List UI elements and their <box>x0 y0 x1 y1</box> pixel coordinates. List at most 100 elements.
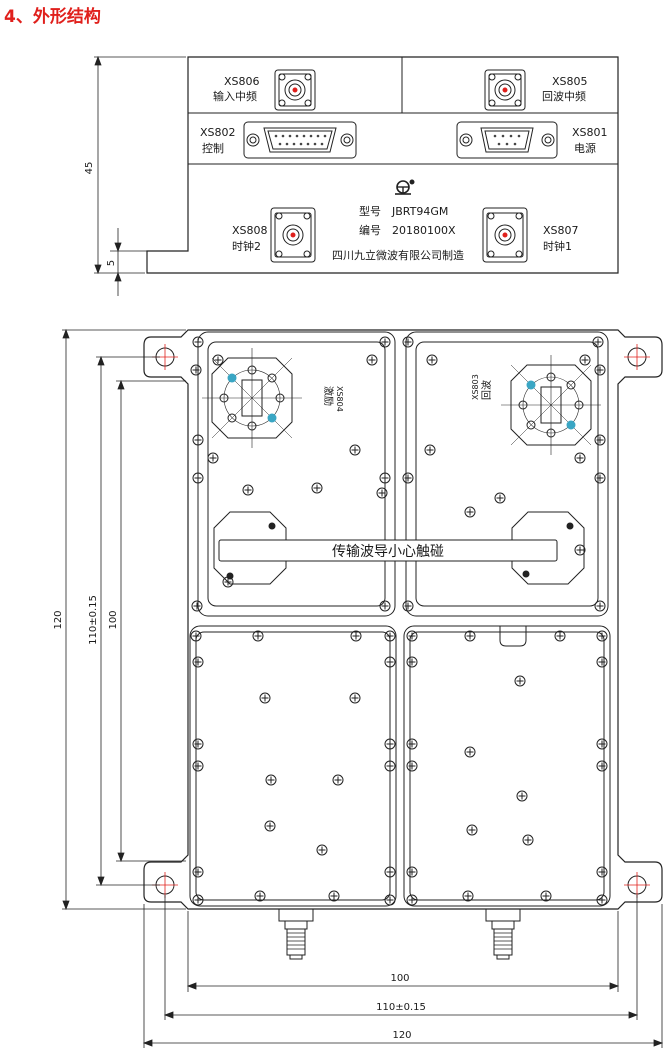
module-top-right <box>405 331 609 617</box>
dsub-connector-xs802 <box>243 121 357 159</box>
screw <box>316 844 328 856</box>
screw <box>192 894 204 906</box>
screw <box>384 630 396 642</box>
screw <box>424 444 436 456</box>
bottom-sma-connector-right <box>485 908 521 960</box>
screw <box>596 656 608 668</box>
dim-5-text: 5 <box>106 260 117 266</box>
screw <box>379 336 391 348</box>
screw <box>264 820 276 832</box>
screw <box>192 472 204 484</box>
screw <box>384 738 396 750</box>
xs807-name: 时钟1 <box>543 239 572 253</box>
screw <box>594 364 606 376</box>
serial-label: 编号 <box>359 223 381 237</box>
screw <box>328 890 340 902</box>
screw <box>212 354 224 366</box>
waveguide-flange-left-lower <box>213 511 287 585</box>
top-view: 传输波导小心触碰 XS804 激励 XS803 回波 <box>53 328 664 1048</box>
screw <box>366 354 378 366</box>
model-label: 型号 <box>359 204 381 218</box>
screw <box>379 600 391 612</box>
bottom-sma-connector-left <box>278 908 314 960</box>
screw <box>596 630 608 642</box>
screw <box>265 774 277 786</box>
screw <box>522 834 534 846</box>
screw <box>402 336 414 348</box>
screw <box>594 600 606 612</box>
xs801-id: XS801 <box>572 126 608 139</box>
screw <box>596 738 608 750</box>
xs805-id: XS805 <box>552 75 588 88</box>
dim-bottom-inner: 100 <box>390 973 409 984</box>
module-bottom-left <box>189 625 397 907</box>
screw <box>349 692 361 704</box>
sma-connector-xs805 <box>484 69 526 111</box>
sma-connector-xs807 <box>482 207 528 263</box>
screw <box>574 452 586 464</box>
dim-bottom: 100 110±0.15 120 <box>142 895 664 1048</box>
sma-connector-xs808 <box>270 207 316 263</box>
screw <box>594 434 606 446</box>
screw <box>190 364 202 376</box>
screw <box>242 484 254 496</box>
company-logo <box>395 179 415 195</box>
screw <box>379 472 391 484</box>
dim-height-45: 45 <box>84 55 186 275</box>
side-view: XS806 输入中频 XS805 回波中频 XS802 控制 XS801 电源 … <box>84 55 619 296</box>
screw <box>596 760 608 772</box>
xs807-id: XS807 <box>543 224 579 237</box>
screw <box>384 894 396 906</box>
screw <box>350 630 362 642</box>
waveguide-flange-xs803 <box>501 355 601 455</box>
dim-45-text: 45 <box>84 162 95 175</box>
xs808-id: XS808 <box>232 224 268 237</box>
dim-step-5: 5 <box>106 228 186 296</box>
screw <box>192 738 204 750</box>
xs804-name: 激励 <box>322 386 335 406</box>
screw <box>540 890 552 902</box>
screw <box>554 630 566 642</box>
screw <box>402 600 414 612</box>
screw <box>592 336 604 348</box>
screw <box>466 824 478 836</box>
waveguide-flange-xs804 <box>202 348 302 448</box>
screw <box>464 746 476 758</box>
dim-left-inner: 100 <box>108 610 119 629</box>
screw <box>596 894 608 906</box>
xs802-name: 控制 <box>202 141 224 155</box>
screw <box>332 774 344 786</box>
screw <box>406 760 418 772</box>
xs808-name: 时钟2 <box>232 239 261 253</box>
screw <box>516 790 528 802</box>
screw <box>192 760 204 772</box>
module-top-left <box>197 331 396 617</box>
xs801-name: 电源 <box>574 141 596 155</box>
screw <box>462 890 474 902</box>
screw <box>311 482 323 494</box>
maker-text: 四川九立微波有限公司制造 <box>332 248 464 262</box>
screw <box>494 492 506 504</box>
screw <box>191 600 203 612</box>
screw <box>190 630 202 642</box>
screw <box>406 656 418 668</box>
screw <box>402 472 414 484</box>
xs805-name: 回波中频 <box>542 89 586 103</box>
sma-connector-xs806 <box>274 69 316 111</box>
screw <box>464 630 476 642</box>
screw <box>192 434 204 446</box>
dim-left-outer: 120 <box>53 610 64 629</box>
screw <box>192 336 204 348</box>
screw <box>596 866 608 878</box>
screw <box>574 544 586 556</box>
mounting-holes <box>152 344 650 898</box>
screw <box>376 487 388 499</box>
screw <box>254 890 266 902</box>
dim-bottom-mid: 110±0.15 <box>376 1002 426 1013</box>
screw <box>594 472 606 484</box>
model-value: JBRT94GM <box>391 205 448 218</box>
screw <box>207 452 219 464</box>
screw <box>349 444 361 456</box>
screw <box>384 866 396 878</box>
module-bottom-right <box>403 625 611 907</box>
